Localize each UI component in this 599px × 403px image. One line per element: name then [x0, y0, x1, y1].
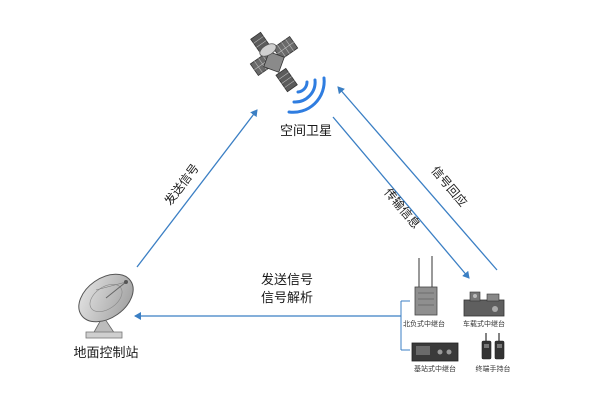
- arrow-satellite-to-equipment: [332, 116, 470, 279]
- edge-label-equipment-to-satellite: 信号回应: [428, 163, 470, 209]
- satellite-dish-icon: [78, 273, 134, 339]
- base-repeater-label: 基站式中继台: [414, 364, 456, 373]
- satellite-icon: [249, 31, 299, 93]
- arrows: [134, 86, 498, 320]
- arrow-equipment-to-satellite: [337, 86, 498, 271]
- equipment-cluster: 北负式中继台 车载式中继台 基站式中继台 终端手持台: [400, 256, 511, 373]
- signal-wave-icon: [287, 76, 326, 114]
- base-station-repeater-icon: [411, 342, 459, 362]
- edge-label-ground-to-satellite: 发送信号: [161, 161, 202, 208]
- vehicle-repeater-label: 车载式中继台: [463, 319, 505, 328]
- edge-label-equipment-to-ground-line2: 信号解析: [261, 291, 313, 306]
- handheld-terminal-label: 终端手持台: [476, 364, 511, 373]
- equipment-bracket: [400, 300, 410, 351]
- handheld-radio-icon: [481, 333, 505, 360]
- edge-label-equipment-to-ground-line1: 发送信号: [261, 272, 313, 288]
- vehicle-repeater-icon: [463, 291, 505, 317]
- ground-station-label: 地面控制站: [73, 346, 138, 361]
- edge-label-satellite-to-equipment: 传输信息: [381, 185, 423, 231]
- beidou-repeater-label: 北负式中继台: [403, 319, 445, 328]
- backpack-repeater-icon: [414, 256, 438, 316]
- arrow-ground-to-satellite: [136, 109, 258, 268]
- satellite-label: 空间卫星: [280, 124, 332, 139]
